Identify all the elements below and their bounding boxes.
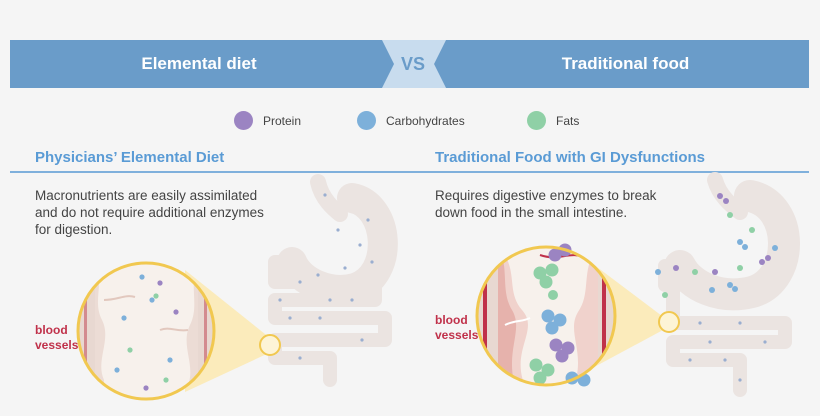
- left-description-line: and do not require additional enzymes: [35, 205, 264, 220]
- legend-label-carbohydrates: Carbohydrates: [386, 113, 465, 128]
- fats-dot-icon: [527, 111, 546, 130]
- right-magnified-vessel: [475, 243, 617, 387]
- left-blood-vessels-label: blood vessels: [35, 323, 78, 353]
- legend-item-fats: Fats: [527, 111, 579, 130]
- legend-label-fats: Fats: [556, 113, 580, 128]
- legend-item-protein: Protein: [234, 111, 301, 130]
- protein-dot-icon: [234, 111, 253, 130]
- right-blood-vessels-label: blood vessels: [435, 313, 478, 343]
- right-label-line: vessels: [435, 328, 479, 342]
- nutrient-legend: Protein Carbohydrates Fats: [0, 111, 820, 133]
- left-label-line: vessels: [35, 338, 79, 352]
- fat-cluster: [529, 263, 559, 385]
- banner-left-label: Elemental diet: [141, 54, 257, 73]
- comparison-banner: Elemental diet VS Traditional food: [10, 40, 809, 88]
- carbohydrates-dot-icon: [357, 111, 376, 130]
- left-label-line: blood: [35, 323, 68, 337]
- left-panel-description: Macronutrients are easily assimilated an…: [35, 187, 264, 238]
- left-digestive-tract: [268, 174, 398, 387]
- right-label-line: blood: [435, 313, 468, 327]
- banner-background: [10, 40, 809, 88]
- legend-label-protein: Protein: [263, 113, 302, 128]
- left-description-line: Macronutrients are easily assimilated: [35, 188, 258, 203]
- right-panel-description: Requires digestive enzymes to break down…: [435, 187, 656, 221]
- right-zoom-target: [658, 311, 680, 333]
- legend-item-carbohydrates: Carbohydrates: [357, 111, 465, 130]
- right-tract-particles: [655, 193, 778, 382]
- left-description-line: for digestion.: [35, 222, 113, 237]
- left-zoom-target: [259, 334, 281, 356]
- right-description-line: down food in the small intestine.: [435, 205, 628, 220]
- section-divider: [10, 171, 809, 173]
- left-panel-heading: Physicians’ Elemental Diet: [35, 149, 225, 166]
- right-description-line: Requires digestive enzymes to break: [435, 188, 657, 203]
- right-panel-heading: Traditional Food with GI Dysfunctions: [435, 149, 705, 166]
- banner-right-label: Traditional food: [561, 54, 690, 73]
- left-tract-particles: [278, 193, 374, 360]
- banner-vs-label: VS: [400, 53, 425, 74]
- left-magnified-vessel: [76, 261, 216, 401]
